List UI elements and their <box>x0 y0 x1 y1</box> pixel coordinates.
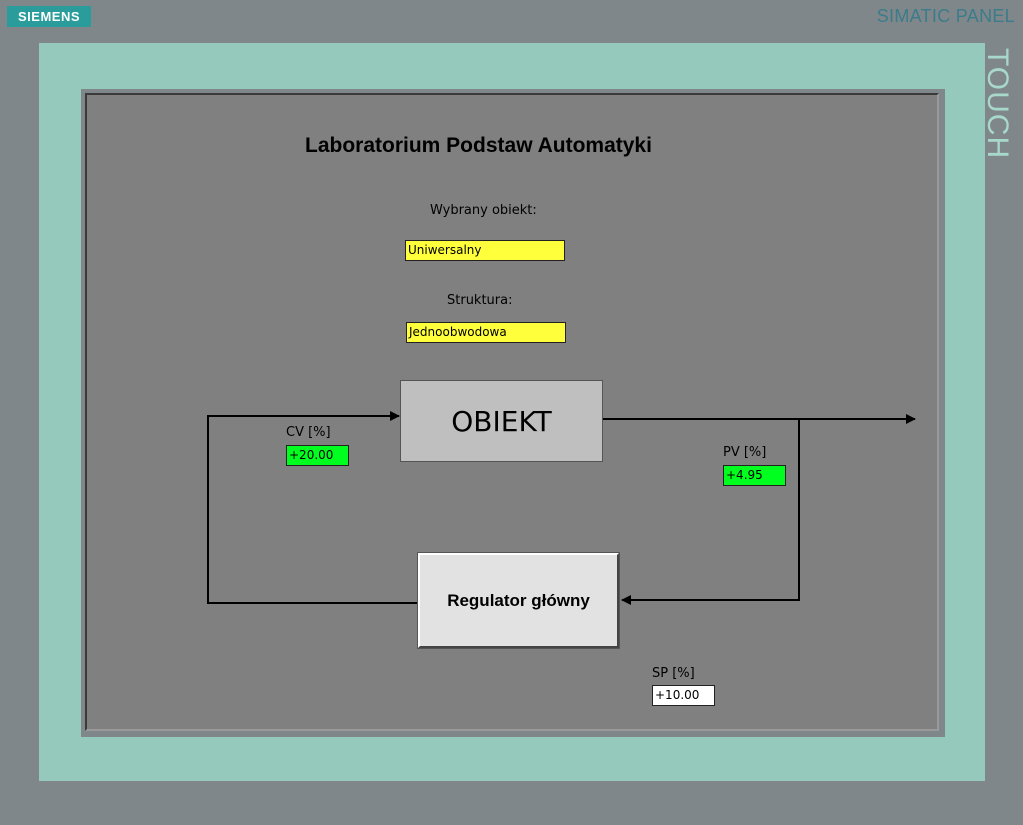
sp-input[interactable]: +10.00 <box>652 685 715 706</box>
siemens-logo: SIEMENS <box>7 6 91 27</box>
cv-value: +20.00 <box>286 445 349 466</box>
simatic-panel-label: SIMATIC PANEL <box>876 6 1015 26</box>
page-title: Laboratorium Podstaw Automatyki <box>305 134 652 157</box>
regulator-button[interactable]: Regulator główny <box>417 552 620 649</box>
structure-label: Struktura: <box>447 293 513 308</box>
touch-label: TOUCH <box>981 48 1014 160</box>
pv-label: PV [%] <box>723 445 767 460</box>
structure-field[interactable]: Jednoobwodowa <box>406 322 566 343</box>
cv-label: CV [%] <box>286 425 331 440</box>
sp-label: SP [%] <box>652 666 695 681</box>
obiekt-block: OBIEKT <box>400 380 603 462</box>
pv-value: +4.95 <box>723 465 786 486</box>
object-label: Wybrany obiekt: <box>430 203 537 218</box>
object-field[interactable]: Uniwersalny <box>405 240 565 261</box>
